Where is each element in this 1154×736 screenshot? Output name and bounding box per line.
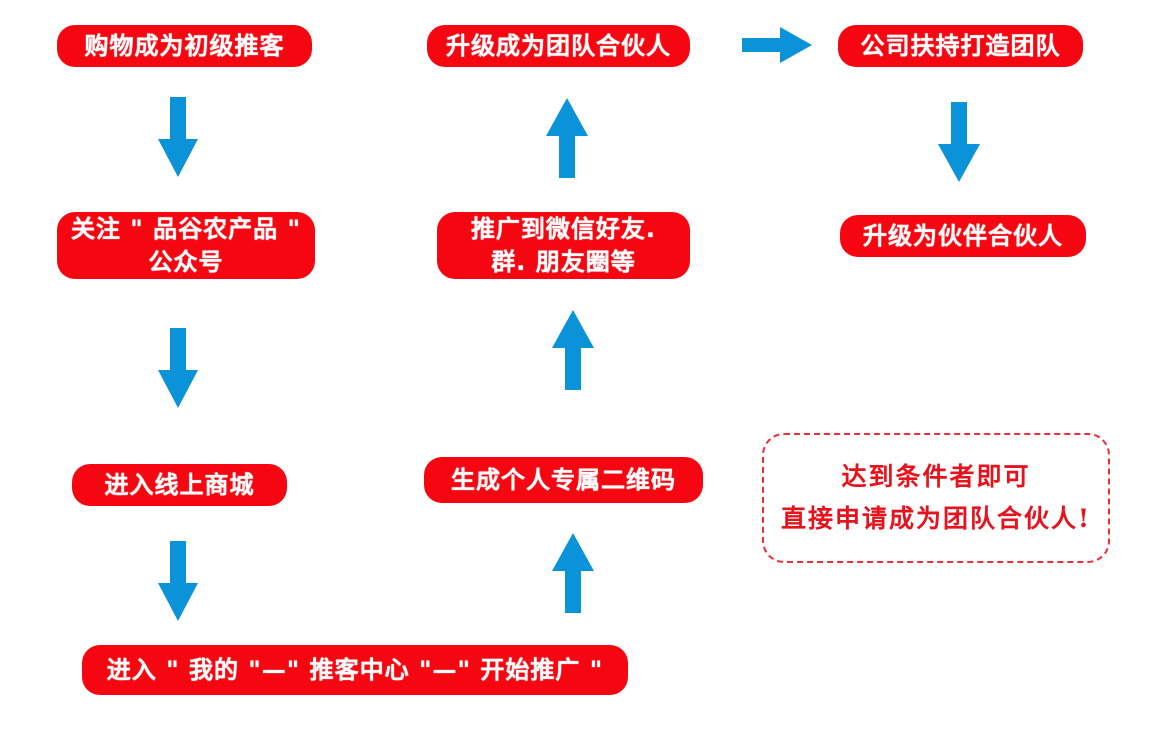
step-upgrade-partner-label: 升级成为团队合伙人 bbox=[446, 31, 671, 60]
step-buy: 购物成为初级推客 bbox=[57, 25, 312, 67]
step-qrcode: 生成个人专属二维码 bbox=[424, 457, 703, 503]
arrow-down-icon bbox=[938, 102, 980, 182]
step-follow: 关注 " 品谷农产品 " 公众号 bbox=[57, 212, 315, 279]
step-share-label: 推广到微信好友. 群. 朋友圈等 bbox=[470, 214, 657, 276]
step-share: 推广到微信好友. 群. 朋友圈等 bbox=[437, 212, 690, 279]
arrow-up-icon bbox=[552, 310, 594, 390]
step-enter-center-label: 进入 " 我的 "—" 推客中心 "—" 开始推广 " bbox=[106, 655, 604, 684]
arrow-down-icon bbox=[158, 97, 198, 177]
arrow-down-icon bbox=[158, 328, 198, 408]
arrow-up-icon bbox=[552, 533, 594, 613]
step-upgrade-to-partner: 升级为伙伴合伙人 bbox=[840, 215, 1086, 257]
step-enter-center: 进入 " 我的 "—" 推客中心 "—" 开始推广 " bbox=[82, 645, 628, 695]
condition-note-line2: 直接申请成为团队合伙人! bbox=[781, 504, 1091, 533]
arrow-right-icon bbox=[742, 27, 812, 63]
condition-note: 达到条件者即可 直接申请成为团队合伙人! bbox=[762, 433, 1110, 563]
step-enter-mall-label: 进入线上商城 bbox=[104, 470, 255, 499]
step-buy-label: 购物成为初级推客 bbox=[84, 31, 285, 60]
arrow-down-icon bbox=[158, 541, 198, 621]
step-upgrade-partner: 升级成为团队合伙人 bbox=[427, 25, 690, 67]
step-enter-mall: 进入线上商城 bbox=[72, 464, 287, 506]
condition-note-line1: 达到条件者即可 bbox=[841, 462, 1031, 491]
step-upgrade-to-partner-label: 升级为伙伴合伙人 bbox=[863, 221, 1063, 250]
arrow-up-icon bbox=[546, 98, 588, 178]
step-follow-label: 关注 " 品谷农产品 " 公众号 bbox=[70, 214, 302, 276]
step-company-support: 公司扶持打造团队 bbox=[838, 25, 1083, 67]
step-qrcode-label: 生成个人专属二维码 bbox=[451, 465, 676, 494]
step-company-support-label: 公司扶持打造团队 bbox=[860, 31, 1061, 60]
